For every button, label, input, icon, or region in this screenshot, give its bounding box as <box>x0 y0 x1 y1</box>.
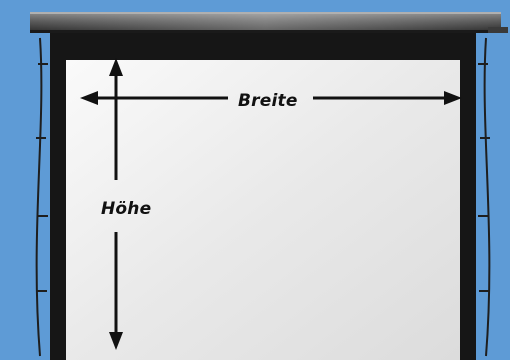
cable-clips <box>36 63 490 292</box>
screen-surface <box>66 60 460 360</box>
tension-cables <box>35 37 491 357</box>
width-label: Breite <box>238 91 298 111</box>
height-arrow <box>109 58 123 350</box>
screen-housing <box>30 12 508 33</box>
height-label: Höhe <box>101 199 152 219</box>
